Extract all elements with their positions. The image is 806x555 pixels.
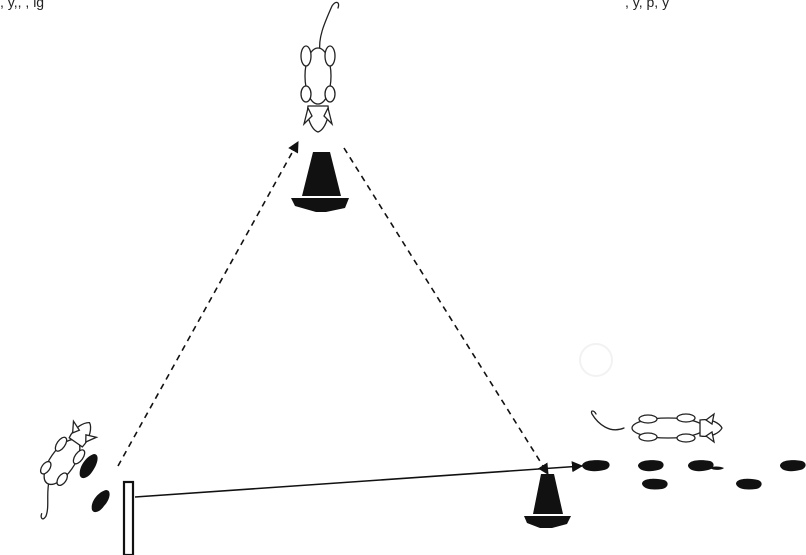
solid-arrow-bottom <box>135 466 582 497</box>
footprint-icon <box>582 460 806 489</box>
dog-icon <box>591 411 722 442</box>
traffic-cone-icon <box>524 474 571 528</box>
post-icon <box>124 482 133 555</box>
dashed-arrow-to-right-cone <box>344 148 548 474</box>
faint-circle <box>580 344 612 376</box>
dog-icon <box>301 2 339 132</box>
dashed-arrow-to-top-cone <box>118 142 298 466</box>
traffic-cone-icon <box>291 152 349 212</box>
footprint-icon <box>80 454 110 512</box>
